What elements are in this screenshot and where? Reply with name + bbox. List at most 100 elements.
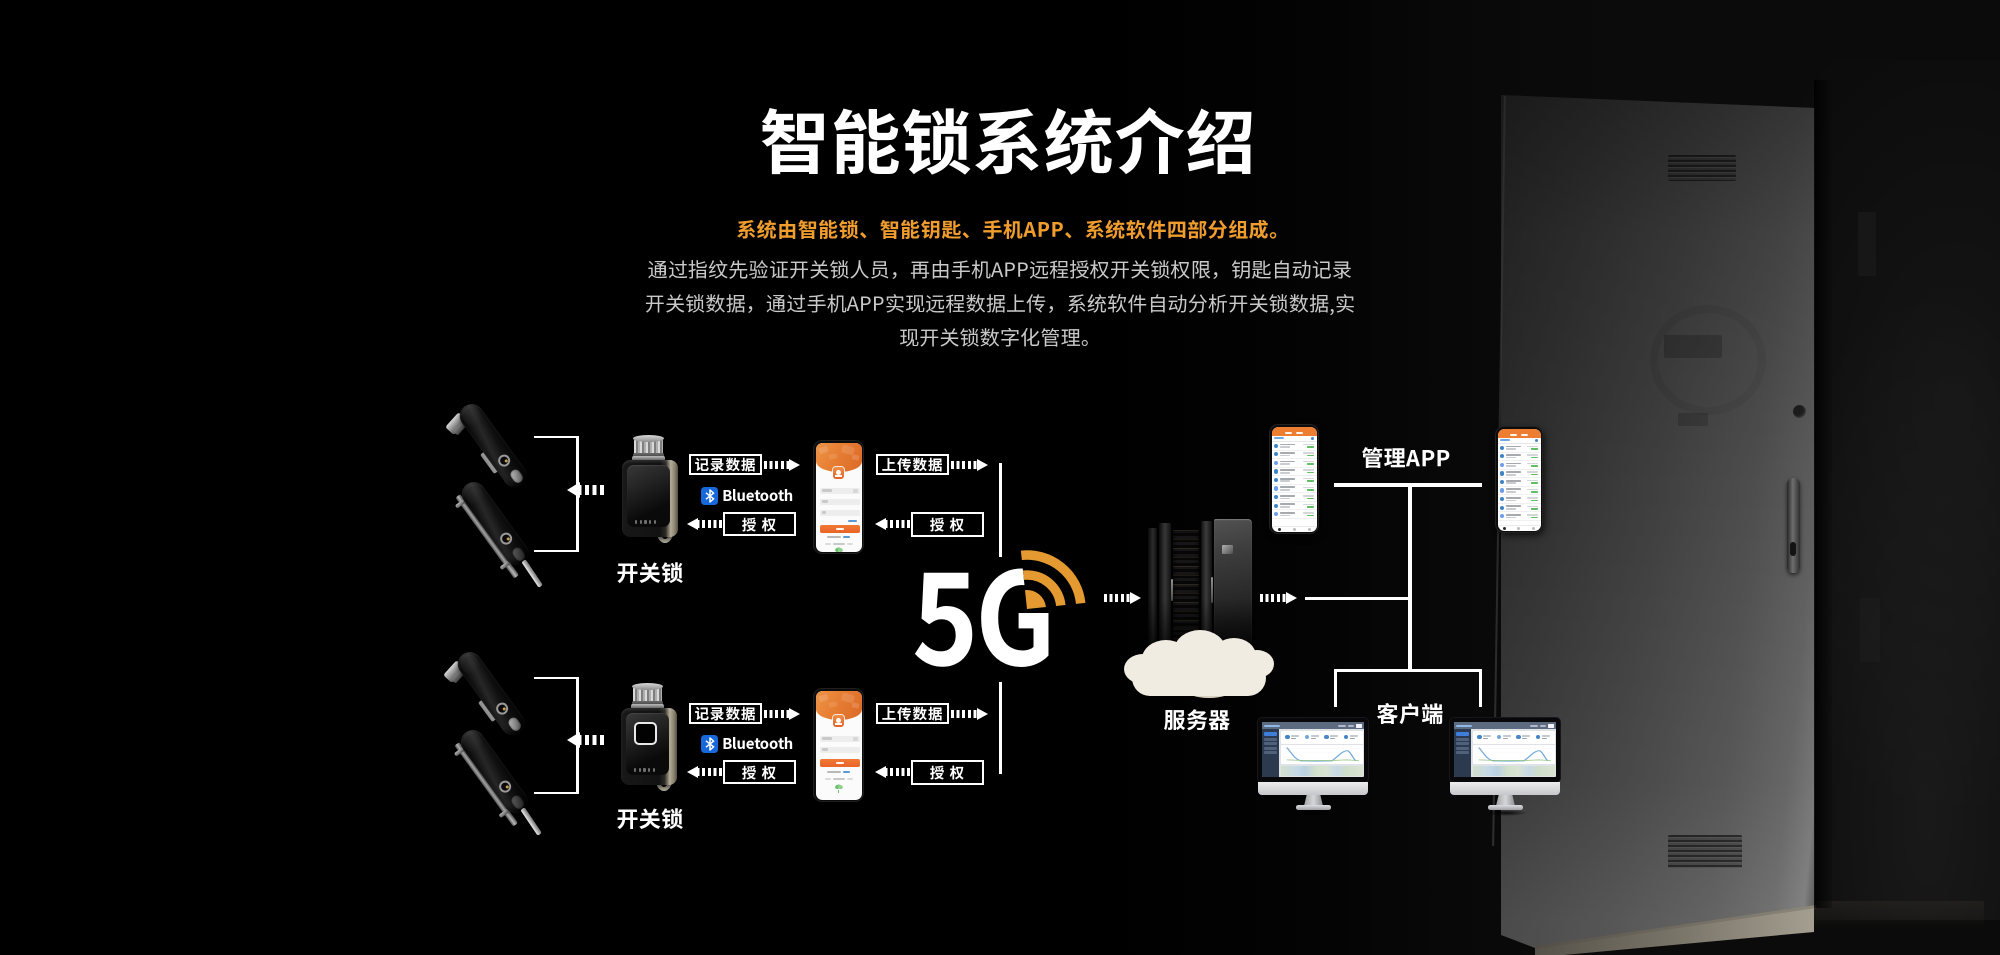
dashboard-stats-row [1472, 730, 1555, 744]
smart-key-cylinder [632, 683, 663, 706]
authorize-box: 授 权 [723, 760, 796, 784]
door-panel [1501, 95, 1815, 948]
divider-caption [816, 777, 862, 780]
lock-key-blade [521, 559, 543, 588]
sprout-icon [835, 784, 843, 793]
record-list-item[interactable] [1497, 478, 1541, 487]
dashboard-sidebar[interactable] [1454, 729, 1471, 777]
5g-signal-arcs-icon [1019, 546, 1102, 609]
record-list-item[interactable] [1271, 476, 1317, 485]
record-list-item[interactable] [1497, 495, 1541, 504]
lock-group-label: 开关锁 [616, 802, 684, 834]
smart-key-fingerprint-sensor [634, 722, 657, 745]
app-lock-badge [833, 714, 844, 727]
app-nav-row [1271, 436, 1317, 442]
record-list [1271, 442, 1317, 526]
arrow-5g-to-phone [874, 766, 910, 778]
dashboard-sidebar[interactable] [1262, 729, 1279, 777]
monitor-stand-neck [1304, 795, 1323, 806]
bluetooth-icon [701, 734, 718, 753]
login-input[interactable] [820, 735, 860, 742]
record-list-item[interactable] [1271, 468, 1317, 477]
client-bracket [1334, 669, 1482, 707]
record-list-item[interactable] [1497, 487, 1541, 496]
client-desktop [1258, 718, 1370, 816]
record-list [1497, 444, 1541, 525]
bluetooth-icon [701, 486, 718, 505]
page-description: 通过指纹先验证开关锁人员，再由手机APP远程授权开关锁权限，钥匙自动记录 开关锁… [0, 252, 2000, 354]
page-title: 智能锁系统介绍 [759, 88, 1257, 189]
app-header-tabs[interactable] [1497, 428, 1541, 438]
record-list-item[interactable] [1497, 461, 1541, 470]
divider-caption [816, 542, 862, 545]
admin-app-phone [1270, 425, 1318, 533]
door-peephole [1793, 405, 1806, 418]
record-list-item[interactable] [1497, 470, 1541, 479]
authorize-box: 授 权 [911, 512, 984, 537]
description-line-1: 通过指纹先验证开关锁人员，再由手机APP远程授权开关锁权限，钥匙自动记录 [647, 254, 1353, 283]
phone-screen [815, 690, 862, 800]
5g-logo: 5G [912, 546, 1112, 678]
record-list-item[interactable] [1271, 485, 1317, 494]
connector-line-bottom [998, 682, 1002, 774]
app-lock-badge [833, 466, 844, 479]
smart-key-panel [627, 465, 670, 527]
description-line-3: 现开关锁数字化管理。 [899, 322, 1101, 351]
admin-app-label: 管理APP [1361, 441, 1451, 473]
app-bottom-bar[interactable] [1497, 524, 1541, 531]
door-vent-bottom [1668, 835, 1742, 868]
record-list-item[interactable] [1497, 504, 1541, 513]
record-list-item[interactable] [1271, 442, 1317, 451]
lock-group-bracket [534, 677, 579, 794]
record-list-item[interactable] [1271, 459, 1317, 468]
dashboard-screen [1454, 722, 1556, 777]
mobile-app-phone [814, 441, 863, 553]
dashboard-line-chart [1472, 745, 1555, 764]
register-caption [816, 536, 862, 538]
monitor-chin [1450, 782, 1560, 795]
arrow-phone-to-5g [951, 708, 989, 720]
login-input[interactable] [820, 509, 860, 516]
forgot-password-link[interactable] [847, 519, 857, 522]
login-input[interactable] [820, 746, 860, 753]
smart-key-speaker-dots [635, 520, 656, 524]
sprout-icon [835, 547, 843, 552]
phone-screen [1271, 426, 1317, 532]
bluetooth-label: Bluetooth [722, 733, 794, 754]
connector-line-top [998, 463, 1002, 557]
record-list-item[interactable] [1497, 453, 1541, 462]
smart-key-collar [632, 456, 665, 462]
client-label: 客户端 [1376, 697, 1444, 729]
lock-group-bracket [534, 436, 579, 552]
login-button[interactable] [820, 758, 860, 767]
record-list-item[interactable] [1271, 502, 1317, 511]
bluetooth-label: Bluetooth [722, 485, 794, 506]
arrow-key-to-phone [764, 708, 801, 720]
dashboard-stats-row [1280, 730, 1363, 744]
dashboard-titlebar [1262, 722, 1364, 729]
app-bottom-bar[interactable] [1271, 525, 1317, 532]
phone-screen [815, 442, 862, 552]
dashboard-map [1280, 765, 1363, 776]
arrow-5g-to-server [1104, 592, 1142, 604]
authorize-box: 授 权 [723, 512, 796, 536]
login-input[interactable] [820, 487, 860, 494]
record-list-item[interactable] [1497, 444, 1541, 453]
record-list-item[interactable] [1271, 451, 1317, 460]
door-vent-top [1668, 155, 1736, 181]
dashboard-line-chart [1280, 745, 1363, 764]
smart-key [622, 435, 680, 549]
record-list-item[interactable] [1271, 493, 1317, 502]
monitor-shadow [1292, 810, 1336, 816]
record-list-item[interactable] [1271, 510, 1317, 519]
app-header-tabs[interactable] [1271, 426, 1317, 436]
app-nav-row [1497, 438, 1541, 444]
server-label: 服务器 [1163, 703, 1231, 735]
monitor-stand-neck [1496, 795, 1515, 806]
client-desktop [1450, 718, 1562, 816]
record-list-item[interactable] [1497, 512, 1541, 521]
smart-key-collar [631, 704, 664, 710]
login-input[interactable] [820, 498, 860, 505]
login-button[interactable] [820, 524, 860, 533]
door-frame-hinge-bottom [1860, 598, 1880, 662]
